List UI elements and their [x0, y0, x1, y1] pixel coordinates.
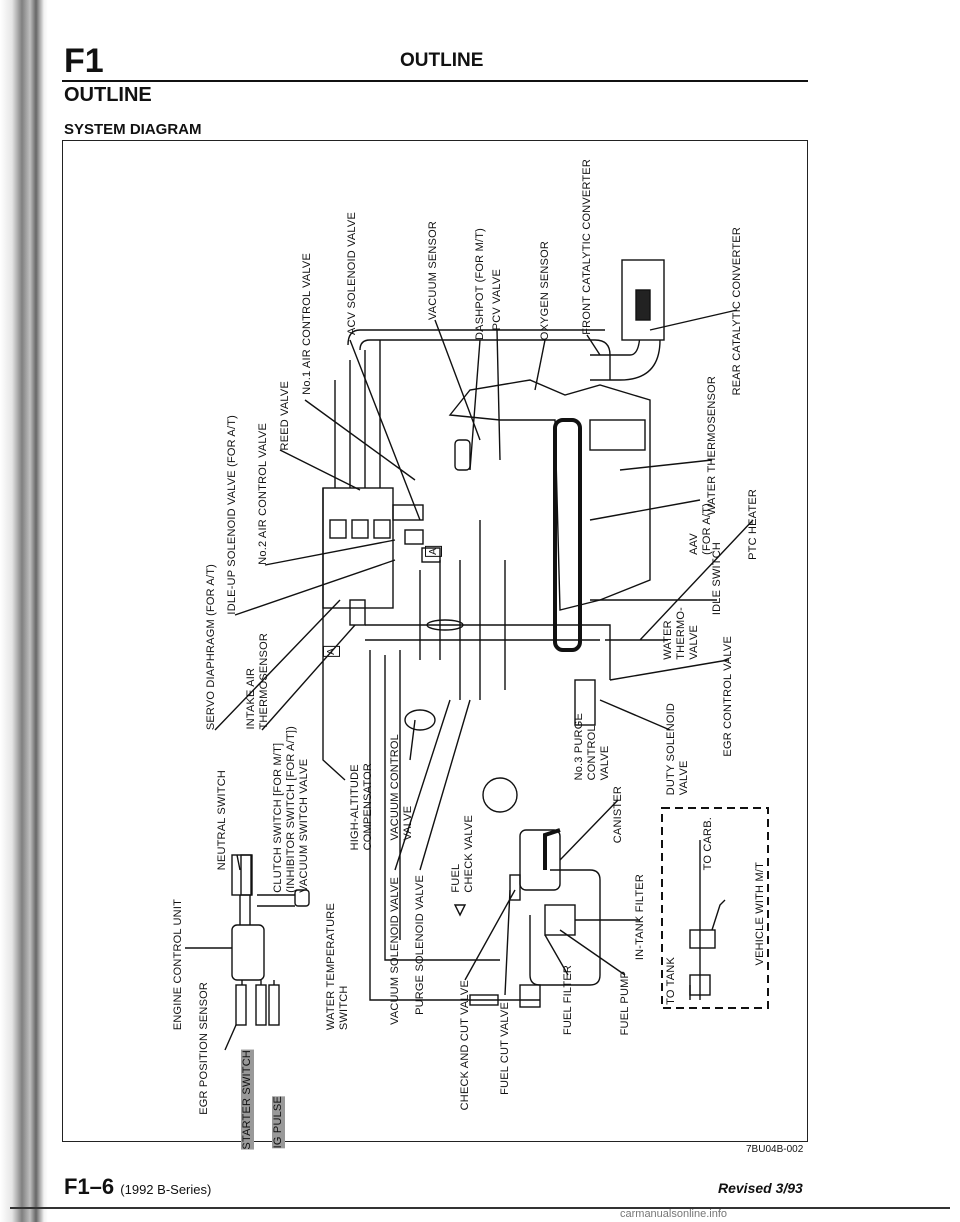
diagram-label: WATER THERMO- VALVE	[662, 607, 700, 660]
header-rule	[62, 80, 808, 82]
diagram-label: WATER TEMPERATURE SWITCH	[325, 902, 350, 1030]
connector-mark-a: A	[323, 646, 340, 657]
purge-control-valve	[574, 679, 596, 726]
diagram-label: EGR CONTROL VALVE	[722, 636, 734, 757]
diagram-label: VEHICLE WITH M/T	[754, 861, 766, 965]
page-number-text: F1–6	[64, 1174, 115, 1199]
diagram-label: FUEL FILTER	[562, 964, 574, 1035]
header-title: OUTLINE	[400, 50, 484, 71]
diagram-label: IDLE SWITCH	[711, 541, 723, 615]
page-number: F1–6 (1992 B-Series)	[64, 1174, 211, 1200]
diagram-label: PCV VALVE	[491, 268, 503, 330]
diagram-label: CLUTCH SWITCH [FOR M/T] (INHIBITOR SWITC…	[272, 726, 310, 893]
diagram-label: No.1 AIR CONTROL VALVE	[301, 253, 313, 395]
canister-shape	[519, 829, 561, 891]
distributor	[482, 777, 518, 813]
diagram-label: VACUUM SOLENOID VALVE	[389, 877, 401, 1025]
footer-rule	[10, 1207, 950, 1209]
diagram-label: SERVO DIAPHRAGM (FOR A/T)	[205, 563, 217, 730]
diagram-label: INTAKE AIR THERMOSENSOR	[245, 633, 270, 730]
diagram-label: IG PULSE	[272, 1095, 285, 1148]
diagram-label: IN-TANK FILTER	[634, 873, 646, 960]
diagram-label: EGR POSITION SENSOR	[198, 982, 210, 1115]
diagram-label: STARTER SWITCH	[241, 1050, 254, 1150]
diagram-label: VACUUM SENSOR	[427, 221, 439, 320]
diagram-label: OXYGEN SENSOR	[539, 240, 551, 340]
diagram-label: FUEL CUT VALVE	[499, 1002, 511, 1095]
revision-text: Revised 3/93	[718, 1180, 803, 1196]
diagram-label: VACUUM CONTROL VALVE	[389, 733, 414, 841]
intake-manifold	[553, 418, 582, 652]
diagram-label: ENGINE CONTROL UNIT	[172, 898, 184, 1030]
diagram-label: FUEL PUMP	[619, 970, 631, 1035]
diagram-label: REAR CATALYTIC CONVERTER	[731, 226, 743, 395]
diagram-label: CHECK AND CUT VALVE	[459, 979, 471, 1110]
diagram-label: ACV SOLENOID VALVE	[346, 211, 358, 335]
diagram-label: No.2 AIR CONTROL VALVE	[257, 423, 269, 565]
neutral-switch-box	[231, 854, 253, 896]
figure-code: 7BU04B-002	[746, 1144, 804, 1155]
high-altitude-compensator	[404, 709, 436, 731]
fuel-pump-mt	[689, 929, 716, 949]
ecu-box	[231, 924, 265, 981]
diagram-label: NEUTRAL SWITCH	[216, 769, 228, 870]
vacuum-switch-valve	[294, 889, 310, 907]
engine-block	[448, 379, 651, 611]
diagram-label: PTC HEATER	[747, 489, 759, 560]
diagram-label: IDLE-UP SOLENOID VALVE (FOR A/T)	[226, 415, 238, 615]
connector-mark-a: A	[425, 546, 442, 557]
diagram-label: DUTY SOLENOID VALVE	[665, 702, 690, 795]
diagram-frame	[62, 140, 808, 1142]
diagram-label: WATER THERMOSENSOR	[706, 375, 718, 515]
diagram-label: HIGH-ALTITUDE COMPENSATOR	[349, 762, 374, 850]
diagram-label: TO CARB.	[702, 816, 714, 870]
page-heading: OUTLINE	[64, 84, 152, 106]
diagram-label: FUEL CHECK VALVE	[450, 815, 475, 893]
vehicle-with-mt-box	[661, 807, 769, 1009]
diagram-label: REED VALVE	[279, 380, 291, 450]
diagram-label: PURGE SOLENOID VALVE	[414, 875, 426, 1015]
scan-binding-edge	[0, 0, 48, 1222]
air-pump-block	[322, 487, 394, 609]
diagram-label: TO TANK	[665, 957, 677, 1005]
section-code: F1	[64, 42, 104, 80]
series-text: (1992 B-Series)	[120, 1182, 212, 1197]
diagram-label: DASHPOT (FOR M/T)	[474, 228, 486, 340]
fuel-tank	[529, 869, 601, 986]
diagram-label: No.3 PURGE CONTROL VALVE	[573, 712, 611, 780]
page-subheading: SYSTEM DIAGRAM	[64, 121, 202, 138]
egr-position-sensor-box	[235, 984, 247, 1026]
diagram-label: FRONT CATALYTIC CONVERTER	[581, 159, 593, 335]
diagram-label: CANISTER	[612, 785, 624, 843]
watermark: carmanualsonline.info	[620, 1208, 728, 1220]
